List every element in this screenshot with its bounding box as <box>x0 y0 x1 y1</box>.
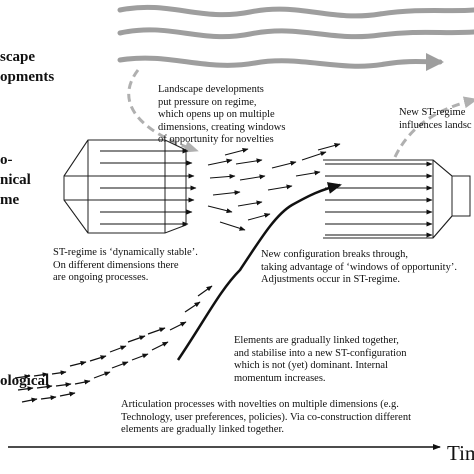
annotation-line: dimensions, creating windows <box>158 121 286 133</box>
annotation-line: Elements are gradually linked together, <box>234 335 399 346</box>
annotation-landscape-pressure: Landscape developments put pressure on r… <box>158 84 285 147</box>
annotation-articulation: Articulation processes with novelties on… <box>121 399 411 437</box>
dashed-arrow-pressure <box>127 69 199 153</box>
annotation-line: On different dimensions there <box>53 259 179 271</box>
annotation-line: Articulation processes with novelties on… <box>121 399 399 410</box>
annotation-line: which is not (yet) dominant. Internal <box>234 360 388 371</box>
annotation-line: put pressure on regime, <box>158 96 257 108</box>
level-label-regime-2: nical <box>0 172 31 188</box>
level-label-niche: ological <box>0 373 50 389</box>
regime-scattered-arrows <box>207 143 341 231</box>
landscape-wave-2 <box>117 27 474 40</box>
level-label-landscape-2: opments <box>0 69 55 85</box>
regime-left-arrows <box>100 148 197 227</box>
regime-left-shape <box>63 139 187 234</box>
annotation-line: ST-regime is ‘dynamically stable’. <box>53 247 198 258</box>
annotation-new-regime: New ST-regime influences landsc <box>399 107 472 132</box>
landscape-wave-3 <box>117 52 444 71</box>
annotation-line: elements are gradually linked together. <box>121 424 284 435</box>
level-label-regime-1: o- <box>0 152 13 168</box>
landscape-arrows <box>117 4 474 71</box>
annotation-line: Technology, user preferences, policies).… <box>121 411 411 423</box>
annotation-line: and stabilise into a new ST-configuratio… <box>234 347 407 359</box>
annotation-line: New ST-regime <box>399 107 466 118</box>
annotation-line: New configuration breaks through, <box>261 249 408 260</box>
level-label-landscape-1: scape <box>0 49 35 65</box>
annotation-line: which opens up on multiple <box>158 109 275 120</box>
annotation-breakthrough: New configuration breaks through, taking… <box>261 249 457 287</box>
annotation-line: taking advantage of ‘windows of opportun… <box>261 261 457 273</box>
level-label-regime-3: me <box>0 192 20 208</box>
annotation-line: influences landsc <box>399 119 472 131</box>
annotation-line: are ongoing processes. <box>53 272 149 283</box>
dashed-arrows <box>127 69 474 158</box>
regime-right-shape <box>323 159 471 239</box>
regime-right-arrows <box>325 161 433 238</box>
breakthrough-trajectory <box>176 182 342 361</box>
time-axis-label: Tim <box>447 441 474 465</box>
annotation-dynamically-stable: ST-regime is ‘dynamically stable’. On di… <box>53 247 198 285</box>
annotation-line: Landscape developments <box>158 84 264 95</box>
annotation-gradual-linking: Elements are gradually linked together, … <box>234 335 407 385</box>
niche-arrows <box>14 285 213 403</box>
annotation-line: Adjustments occur in ST-regime. <box>261 274 401 285</box>
landscape-wave-1 <box>117 4 474 19</box>
annotation-line: of opportunity for novelties <box>158 134 274 145</box>
annotation-line: momentum increases. <box>234 372 326 384</box>
